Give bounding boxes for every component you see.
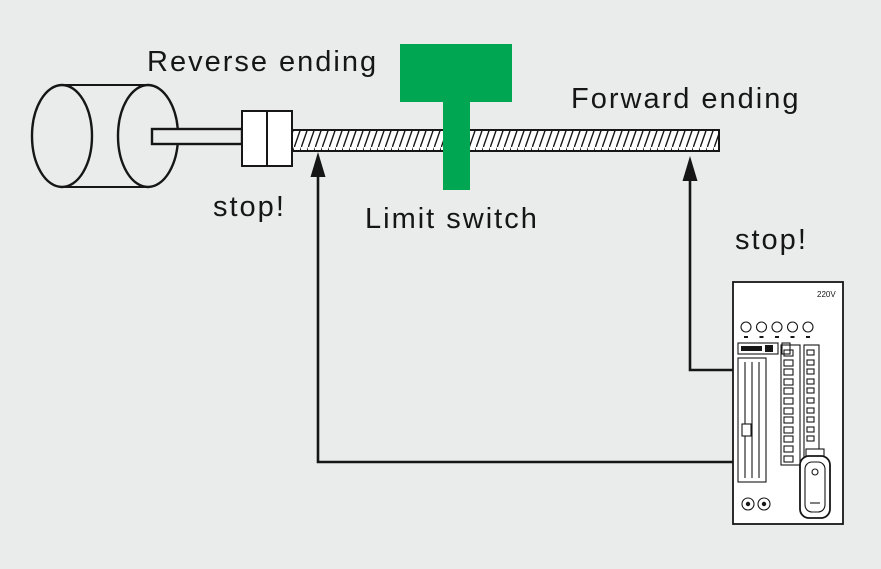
pin [783, 397, 794, 405]
pin [783, 426, 794, 434]
plug-screw [811, 468, 819, 476]
servo-drive: 220V [732, 281, 844, 525]
label-limit-switch: Limit switch [365, 203, 539, 235]
limit-switch-stem [443, 98, 470, 190]
pin [806, 435, 815, 442]
terminal [802, 321, 814, 333]
terminal-mark [806, 336, 810, 338]
pin [806, 426, 815, 433]
connector-frame [780, 344, 801, 466]
pin [806, 368, 815, 375]
pin [783, 349, 794, 357]
drive-top-terminals [740, 321, 814, 338]
power-terminal-dot [761, 501, 767, 507]
pin [783, 455, 794, 463]
drive-brand-label [737, 342, 791, 355]
terminal [740, 321, 752, 333]
brand-logo-icon [765, 345, 773, 352]
pin [806, 407, 815, 414]
pin [783, 378, 794, 386]
power-terminal-dot [745, 501, 751, 507]
terminal-mark [790, 336, 795, 338]
drive-plug [799, 448, 831, 519]
lead-screw [291, 129, 720, 152]
panel-frame [737, 357, 767, 483]
label-stop-left: stop! [213, 191, 286, 223]
terminal-mark [744, 336, 748, 338]
pin [806, 387, 815, 394]
terminal-mark [775, 336, 779, 338]
terminal [755, 321, 768, 333]
pin [806, 416, 815, 423]
pin [783, 368, 794, 376]
pin [806, 378, 815, 385]
pin [783, 387, 794, 395]
pin [783, 359, 794, 367]
limit-switch [400, 44, 512, 190]
drive-connector-a [780, 344, 801, 466]
terminal [771, 321, 783, 333]
brand-text-mark [741, 346, 762, 351]
pin [806, 349, 815, 356]
brand-side-mark [781, 342, 791, 355]
drive-voltage-label: 220V [817, 290, 836, 299]
label-reverse-ending: Reverse ending [147, 46, 378, 78]
motor-rear-face [30, 83, 94, 189]
pin [783, 445, 794, 453]
pin [783, 407, 794, 415]
drive-bottom-terminals [741, 497, 771, 511]
terminal-mark [759, 336, 764, 338]
panel-switch [741, 423, 752, 437]
pin [783, 435, 794, 443]
left-arrowhead-icon [310, 152, 326, 177]
pin [806, 397, 815, 404]
label-forward-ending: Forward ending [571, 83, 801, 115]
terminal [786, 321, 799, 333]
plug-shell [799, 455, 831, 519]
coupling [241, 110, 293, 167]
label-stop-right: stop! [735, 224, 808, 256]
limit-switch-head [400, 44, 512, 102]
pin [806, 359, 815, 366]
left-stop-route [310, 152, 733, 464]
plug-inner [804, 461, 826, 513]
right-stop-route [682, 156, 733, 372]
right-route-line [688, 172, 733, 372]
left-route-line [316, 168, 733, 464]
pin [783, 416, 794, 424]
right-arrowhead-icon [682, 156, 698, 181]
motor-shaft [150, 127, 244, 146]
drive-left-panel [737, 357, 767, 483]
